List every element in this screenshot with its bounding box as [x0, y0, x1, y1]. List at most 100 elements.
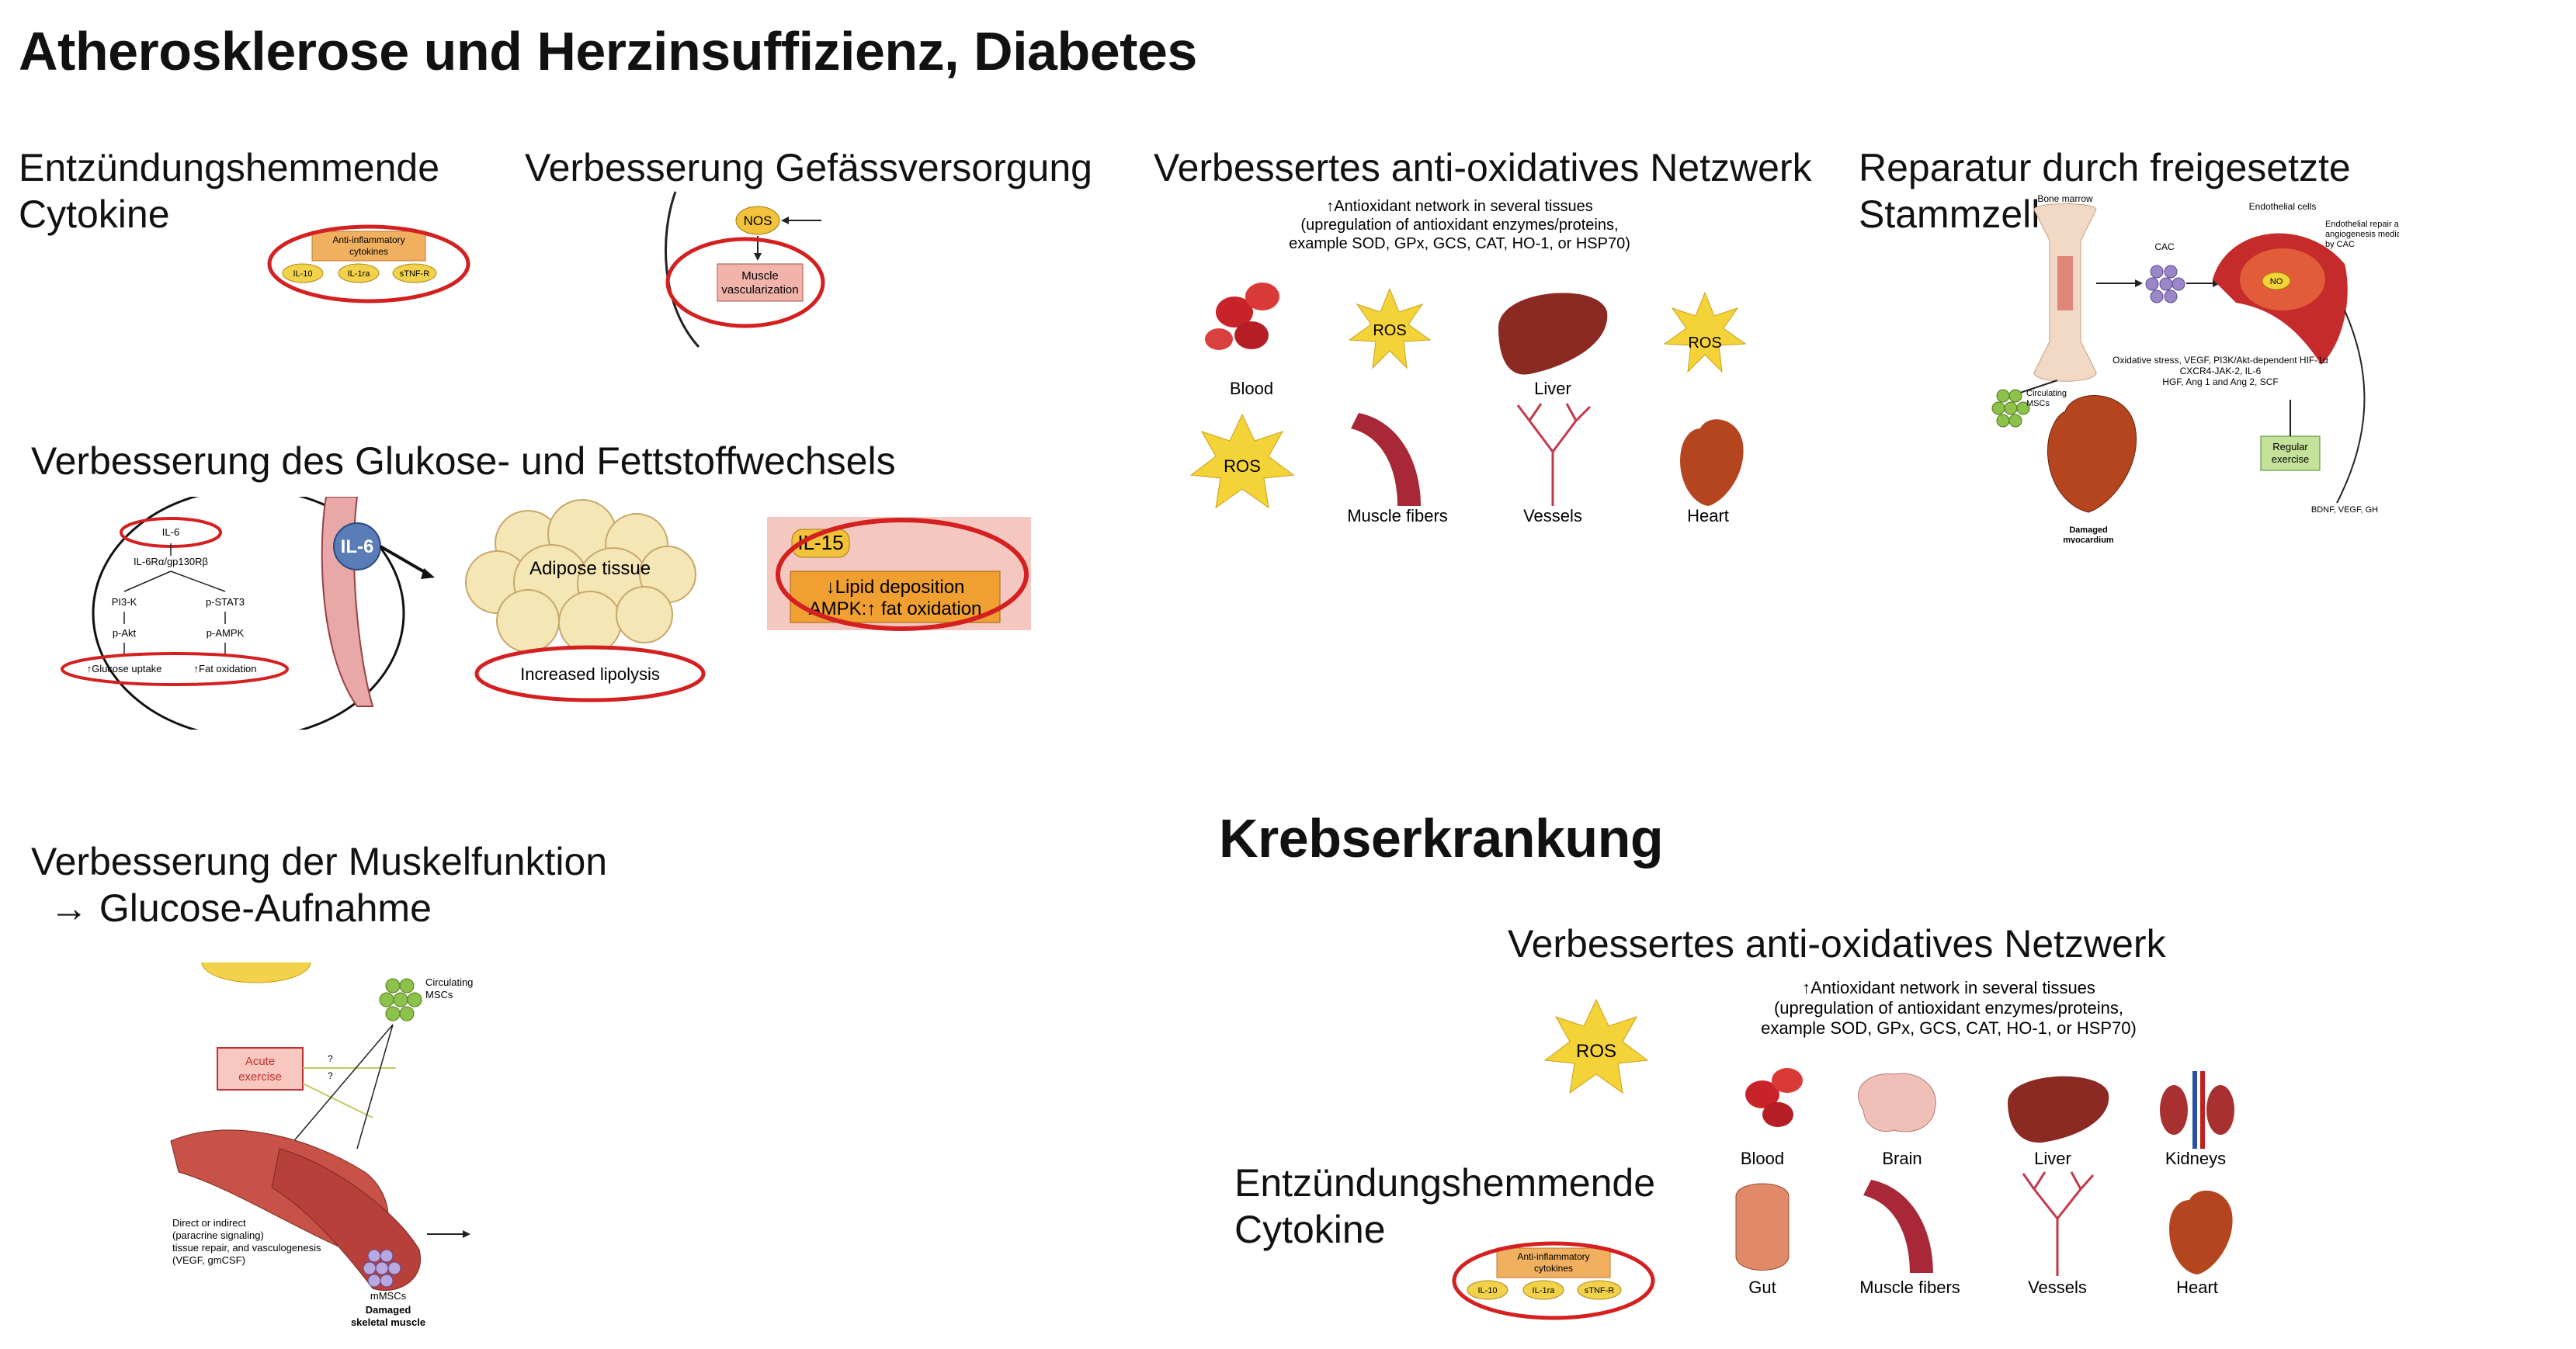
svg-text:IL-6Rα/gp130Rβ: IL-6Rα/gp130Rβ — [134, 556, 208, 567]
svg-text:PI3-K: PI3-K — [112, 596, 137, 608]
svg-text:↑Antioxidant network in severa: ↑Antioxidant network in several tissues — [1326, 198, 1593, 215]
heading-antioxidant-2: Verbessertes anti-oxidatives Netzwerk — [1508, 922, 2166, 966]
svg-text:Circulating: Circulating — [2026, 389, 2067, 398]
svg-text:↓Lipid deposition: ↓Lipid deposition — [826, 577, 965, 598]
svg-text:Increased lipolysis: Increased lipolysis — [520, 664, 660, 684]
svg-text:Damaged: Damaged — [366, 1304, 411, 1316]
gut-icon — [1735, 1183, 1790, 1271]
svg-text:Liver: Liver — [1534, 379, 1571, 398]
antioxidant-figure-2: ↑Antioxidant network in several tissues … — [1543, 978, 2234, 1297]
heart-icon — [2047, 395, 2137, 513]
svg-text:IL-6: IL-6 — [341, 536, 374, 557]
blood-icon — [1205, 283, 1279, 350]
svg-text:↑Fat oxidation: ↑Fat oxidation — [194, 663, 257, 674]
svg-text:Muscle: Muscle — [741, 269, 779, 283]
svg-text:Gut: Gut — [1748, 1278, 1776, 1297]
highlight-ellipse — [267, 224, 470, 303]
svg-text:IL-10: IL-10 — [1477, 1286, 1497, 1295]
vascularization-figure: NOS Muscle vascularization — [665, 191, 825, 349]
svg-text:(upregulation of antioxidant e: (upregulation of antioxidant enzymes/pro… — [1774, 998, 2123, 1018]
highlight-ellipse — [1452, 1241, 1655, 1320]
svg-text:example SOD, GPx, GCS, CAT, HO: example SOD, GPx, GCS, CAT, HO-1, or HSP… — [1761, 1018, 2137, 1038]
highlight-ellipse — [61, 652, 289, 686]
svg-text:IL-10: IL-10 — [293, 269, 312, 279]
heading-muscle: Verbesserung der Muskelfunktion → Glucos… — [31, 840, 608, 930]
liver-icon — [2008, 1076, 2109, 1143]
svg-text:Acute: Acute — [245, 1055, 275, 1068]
svg-text:NO: NO — [2270, 277, 2283, 286]
brain-icon — [1858, 1073, 1936, 1132]
regular-exercise-box — [2260, 435, 2321, 471]
msc-cluster-icon — [379, 978, 422, 1021]
ros-burst-icon: ROS — [1189, 413, 1295, 509]
kidneys-icon — [2160, 1071, 2234, 1149]
svg-text:angiogenesis mediated: angiogenesis mediated — [2325, 230, 2399, 239]
svg-text:IL-6: IL-6 — [162, 526, 179, 538]
svg-text:ROS: ROS — [1224, 456, 1261, 476]
svg-text:cytokines: cytokines — [349, 246, 388, 257]
svg-text:Muscle fibers: Muscle fibers — [1859, 1278, 1960, 1297]
svg-text:skeletal muscle: skeletal muscle — [351, 1316, 425, 1328]
stem-cell-repair-figure: Bone marrow CAC Endothelial cells NO End… — [1991, 194, 2399, 543]
svg-text:exercise: exercise — [238, 1070, 282, 1084]
svg-text:HGF, Ang 1 and Ang 2, SCF: HGF, Ang 1 and Ang 2, SCF — [2162, 376, 2278, 387]
adipose-tissue-icon — [465, 499, 696, 654]
svg-text:p-AMPK: p-AMPK — [207, 627, 245, 639]
heading-antioxidant-1: Verbessertes anti-oxidatives Netzwerk — [1154, 146, 1812, 189]
muscle-fibers-icon — [1863, 1180, 1933, 1273]
svg-text:Direct or indirect: Direct or indirect — [172, 1217, 246, 1229]
svg-text:(upregulation of antioxidant e: (upregulation of antioxidant enzymes/pro… — [1300, 217, 1618, 234]
svg-text:MSCs: MSCs — [2026, 399, 2050, 408]
svg-text:ROS: ROS — [1373, 322, 1406, 339]
svg-text:NOS: NOS — [744, 213, 772, 228]
vessels-icon — [2022, 1171, 2095, 1276]
svg-text:ROS: ROS — [1576, 1041, 1616, 1062]
svg-text:Heart: Heart — [1687, 506, 1729, 525]
svg-text:mMSCs: mMSCs — [370, 1290, 407, 1302]
mmsc-cluster-icon — [363, 1249, 401, 1288]
svg-text:Kidneys: Kidneys — [2165, 1149, 2226, 1168]
highlight-ellipse — [776, 518, 1029, 631]
svg-text:Circulating: Circulating — [425, 976, 473, 988]
svg-text:AMPK:↑ fat oxidation: AMPK:↑ fat oxidation — [809, 598, 982, 619]
svg-text:(VEGF, gmCSF): (VEGF, gmCSF) — [172, 1254, 245, 1266]
svg-text:Damaged: Damaged — [2069, 525, 2108, 535]
svg-text:Muscle fibers: Muscle fibers — [1347, 506, 1448, 525]
ros-burst-icon: ROS — [1348, 287, 1432, 369]
svg-text:CAC: CAC — [2154, 241, 2175, 252]
svg-text:↑Glucose uptake: ↑Glucose uptake — [87, 663, 162, 674]
svg-text:Vessels: Vessels — [2028, 1278, 2087, 1297]
svg-text:Anti-inflammatory: Anti-inflammatory — [332, 234, 404, 245]
heart-icon — [2169, 1190, 2233, 1274]
highlight-ellipse — [665, 237, 825, 328]
svg-text:by CAC: by CAC — [2325, 240, 2355, 249]
glucose-fat-figure: IL-6 IL-6Rα/gp130Rβ PI3-K p-STAT3 p-Akt … — [61, 497, 1031, 730]
svg-text:MSCs: MSCs — [425, 989, 453, 1000]
svg-text:↑Antioxidant network in severa: ↑Antioxidant network in several tissues — [1802, 978, 2095, 997]
svg-text:(paracrine signaling): (paracrine signaling) — [172, 1229, 264, 1241]
svg-text:CXCR4-JAK-2, IL-6: CXCR4-JAK-2, IL-6 — [2180, 366, 2262, 376]
svg-text:?: ? — [328, 1053, 333, 1064]
svg-text:IL-1ra: IL-1ra — [348, 269, 371, 279]
svg-text:Blood: Blood — [1230, 379, 1273, 398]
svg-text:Heart: Heart — [2176, 1278, 2218, 1297]
blood-icon — [1745, 1068, 1803, 1127]
svg-text:exercise: exercise — [2272, 453, 2309, 465]
ros-burst-icon: ROS — [1663, 291, 1747, 373]
svg-text:Endothelial repair and: Endothelial repair and — [2325, 220, 2399, 229]
svg-text:p-Akt: p-Akt — [113, 627, 137, 639]
cytokines-figure-2: Anti-inflammatory cytokines IL-10 IL-1ra… — [1452, 1241, 1655, 1320]
liver-icon — [1498, 293, 1608, 375]
highlight-ellipse — [474, 645, 706, 702]
cac-cluster-icon — [2145, 265, 2185, 303]
heading-anti-inflammatory-1: Entzündungshemmende Cytokine — [19, 146, 440, 236]
svg-text:ROS: ROS — [1688, 335, 1721, 352]
muscle-fibers-icon — [1351, 413, 1421, 506]
cytokines-figure-1: Anti-inflammatory cytokines IL-10 IL-1ra… — [267, 224, 470, 303]
main-title: Atherosklerose und Herzinsuffizienz, Dia… — [19, 21, 1197, 81]
svg-text:BDNF, VEGF, GH: BDNF, VEGF, GH — [2311, 505, 2378, 515]
svg-text:IL-1ra: IL-1ra — [1533, 1286, 1556, 1295]
svg-text:sTNF-R: sTNF-R — [1585, 1286, 1615, 1295]
vessels-icon — [1516, 403, 1592, 506]
svg-text:example SOD, GPx, GCS, CAT, HO: example SOD, GPx, GCS, CAT, HO-1, or HSP… — [1289, 235, 1630, 252]
